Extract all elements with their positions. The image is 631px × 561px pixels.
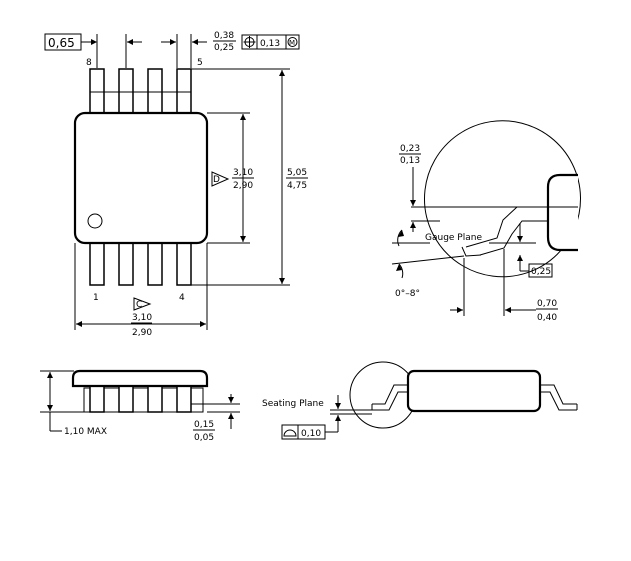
detail-package-body: [546, 173, 578, 252]
foot-length-max: 0,70: [537, 299, 557, 309]
height-max: 1,10 MAX: [64, 427, 107, 437]
pin-8-label: 8: [86, 58, 92, 68]
front-package-body: [71, 369, 209, 388]
datum-c-icon: [133, 297, 152, 311]
standoff-max: 0,15: [194, 420, 214, 430]
mmc-modifier-icon: [287, 37, 298, 47]
gauge-plane-label: Gauge Plane: [425, 233, 482, 243]
pin-4-label: 4: [179, 293, 185, 303]
angle-label: 0°–8°: [395, 289, 420, 299]
lead-4: [176, 239, 192, 286]
lead-3: [147, 239, 163, 286]
pitch-label: 0,65: [48, 36, 75, 50]
lower-leads: [89, 239, 192, 286]
flatness-symbol-icon: [283, 429, 297, 437]
pin-5-label: 5: [197, 58, 203, 68]
position-tolerance-frame: 0,13 M: [241, 34, 300, 50]
lead-width-max: 0,38: [214, 31, 234, 41]
standoff-min: 0,05: [194, 433, 214, 443]
position-tolerance: 0,13: [260, 39, 280, 49]
body-width-max: 3,10: [132, 313, 152, 323]
lead-thickness-max: 0,23: [400, 144, 420, 154]
body-length-max: 3,10: [233, 168, 253, 178]
front-view: 1,10 MAX 0,15 0,05: [40, 369, 240, 443]
datum-d: D: [213, 175, 220, 185]
pin1-marker: [87, 213, 103, 229]
detail-view: 0,23 0,13 0°–8° Gauge Plane 0,25 0,70 0,…: [391, 120, 581, 323]
overall-width-max: 5,05: [287, 168, 307, 178]
datum-d-icon: [211, 171, 230, 187]
flatness-value: 0,10: [301, 429, 321, 439]
datum-c: C: [136, 300, 142, 310]
lead-1: [89, 239, 105, 286]
detail-callout-circle: [349, 361, 417, 429]
body-length-min: 2,90: [233, 181, 253, 191]
front-lead-3: [147, 385, 163, 413]
gauge-dim-box: [528, 263, 553, 278]
foot-length-min: 0,40: [537, 313, 557, 323]
pin-1-label: 1: [93, 293, 99, 303]
front-lead-2: [118, 385, 134, 413]
top-view: 8 5 1 4 0,65 0,38 0,25 0,13: [44, 31, 308, 338]
front-leads-bg: [83, 387, 204, 413]
overall-width-min: 4,75: [287, 181, 307, 191]
lead-width-min: 0,25: [214, 43, 234, 53]
end-package-body: [406, 369, 542, 413]
package-body: [73, 111, 209, 245]
front-lead-4: [176, 385, 192, 413]
lead-2: [118, 239, 134, 286]
front-lead-1: [89, 385, 105, 413]
seating-plane-label: Seating Plane: [262, 399, 324, 409]
end-view: Seating Plane 0,10: [262, 361, 578, 440]
mmc-modifier: M: [289, 39, 295, 47]
upper-leads: [89, 68, 192, 116]
lead-thickness-min: 0,13: [400, 156, 420, 166]
gauge-dim: 0,25: [531, 267, 551, 277]
body-width-min: 2,90: [132, 328, 152, 338]
